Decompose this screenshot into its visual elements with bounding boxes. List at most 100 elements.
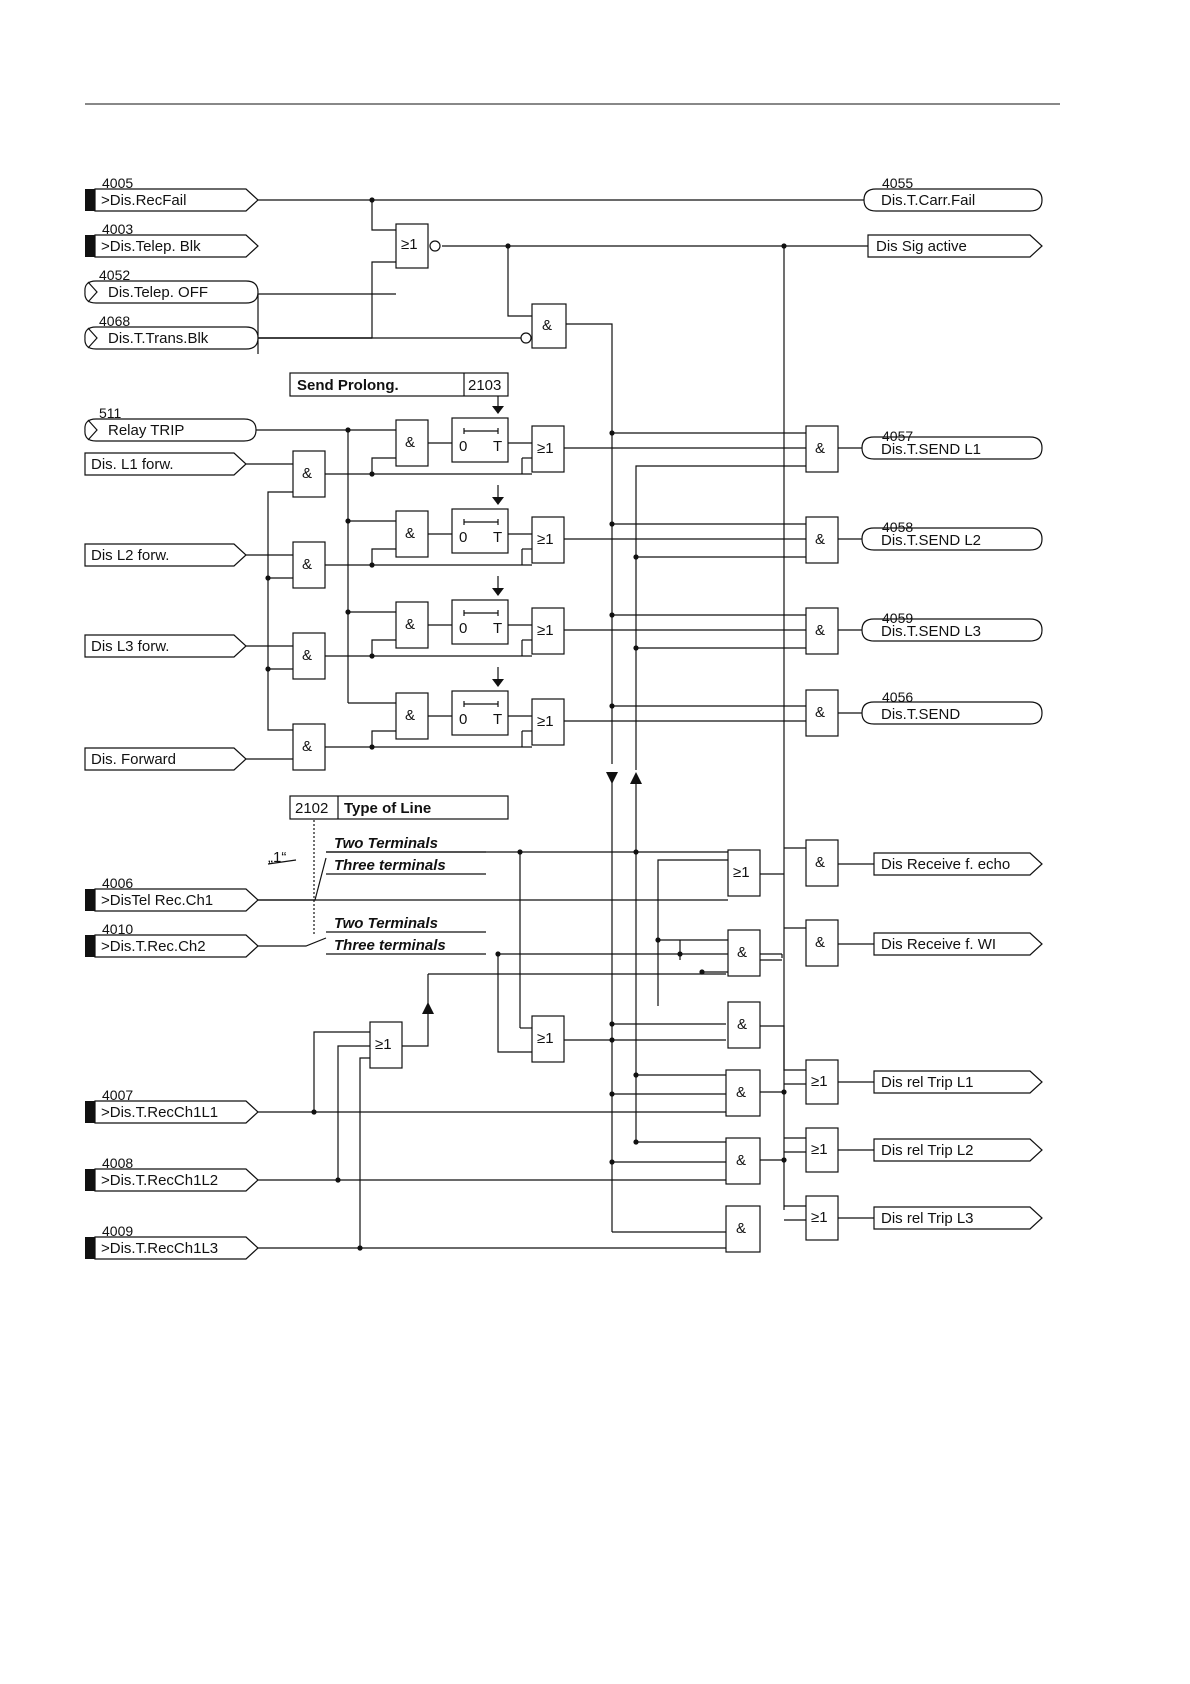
timer-zero: 0	[459, 529, 467, 546]
output-send-l2: 4058 Dis.T.SEND L2	[861, 519, 1043, 551]
or-gate-label: ≥1	[537, 622, 554, 639]
and-gate-label: &	[405, 707, 415, 724]
input-l3-forw: Dis L3 forw.	[84, 634, 247, 658]
timer-t: T	[493, 711, 502, 728]
and-gate-label: &	[815, 531, 825, 548]
and-gate-label: &	[405, 434, 415, 451]
or-gate-label: ≥1	[537, 531, 554, 548]
wiring	[246, 199, 874, 1249]
arrow-down-icon	[492, 588, 504, 596]
param-number: 2103	[468, 377, 501, 394]
output-label: Dis.T.SEND L2	[881, 532, 981, 549]
or-gate-label: ≥1	[733, 864, 750, 881]
timer-t: T	[493, 438, 502, 455]
output-label: Dis rel Trip L2	[881, 1142, 974, 1159]
input-label: Dis. L1 forw.	[91, 456, 174, 473]
and-gate-label: &	[736, 1084, 746, 1101]
and-gate-label: &	[405, 525, 415, 542]
or-gate-label: ≥1	[811, 1073, 828, 1090]
input-label: >Dis.RecFail	[101, 192, 186, 209]
input-label: Dis.T.Trans.Blk	[108, 330, 209, 347]
output-label: Dis Receive f. echo	[881, 856, 1010, 873]
input-recfail: 4005 >Dis.RecFail	[85, 175, 259, 212]
input-number: 4068	[99, 313, 130, 329]
input-telep-off: 4052 Dis.Telep. OFF	[84, 267, 259, 304]
and-gate-label: &	[815, 854, 825, 871]
output-send-l3: 4059 Dis.T.SEND L3	[861, 610, 1043, 642]
input-label: >Dis.T.RecCh1L3	[101, 1240, 218, 1257]
timer-zero: 0	[459, 711, 467, 728]
negation-circle	[429, 240, 441, 252]
output-label: Dis Receive f. WI	[881, 936, 996, 953]
and-gate-label: &	[736, 1152, 746, 1169]
input-l1-forw: Dis. L1 forw.	[84, 452, 247, 476]
input-number: 4052	[99, 267, 130, 283]
output-rec-echo: Dis Receive f. echo	[873, 852, 1043, 876]
input-rec-ch2: 4010 >Dis.T.Rec.Ch2	[85, 921, 259, 958]
input-label: >Dis.T.Rec.Ch2	[101, 938, 206, 955]
input-number: 4009	[102, 1223, 133, 1239]
input-label: >Dis.T.RecCh1L1	[101, 1104, 218, 1121]
and-gate-label: &	[737, 944, 747, 961]
param-number: 2102	[295, 800, 328, 817]
input-label: Relay TRIP	[108, 422, 184, 439]
input-label: >Dis.Telep. Blk	[101, 238, 201, 255]
output-number: 4056	[882, 689, 913, 705]
input-label: Dis L3 forw.	[91, 638, 169, 655]
and-gate-label: &	[815, 622, 825, 639]
and-gate-label: &	[302, 556, 312, 573]
input-number: 4005	[102, 175, 133, 191]
timer-zero: 0	[459, 620, 467, 637]
input-forward: Dis. Forward	[84, 747, 247, 771]
input-rec-ch1-l2: 4008 >Dis.T.RecCh1L2	[85, 1155, 259, 1192]
input-number: 511	[99, 405, 122, 421]
arrow-up-icon	[630, 772, 642, 784]
output-trip-l1: Dis rel Trip L1	[873, 1070, 1043, 1094]
output-number: 4058	[882, 519, 913, 535]
timer-block: 0 T	[451, 508, 509, 554]
input-label: Dis L2 forw.	[91, 547, 169, 564]
timer-block: 0 T	[451, 417, 509, 463]
junctions	[265, 197, 787, 1251]
input-number: 4006	[102, 875, 133, 891]
selector-three-terminals: Three terminals	[334, 857, 446, 874]
output-sig-active: Dis Sig active	[867, 234, 1043, 258]
and-gate-label: &	[815, 934, 825, 951]
and-gate-label: &	[302, 647, 312, 664]
input-telep-blk: 4003 >Dis.Telep. Blk	[85, 221, 259, 258]
selector-quote-one: „1“	[268, 849, 286, 866]
or-gate-label: ≥1	[537, 440, 554, 457]
or-gate-label: ≥1	[375, 1036, 392, 1053]
timer-t: T	[493, 529, 502, 546]
input-label: Dis. Forward	[91, 751, 176, 768]
or-gate-label: ≥1	[811, 1141, 828, 1158]
input-number: 4007	[102, 1087, 133, 1103]
output-trip-l2: Dis rel Trip L2	[873, 1138, 1043, 1162]
or-gate-label: ≥1	[811, 1209, 828, 1226]
or-gate-label: ≥1	[537, 713, 554, 730]
input-number: 4003	[102, 221, 133, 237]
input-rec-ch1-l1: 4007 >Dis.T.RecCh1L1	[85, 1087, 259, 1124]
param-label: Send Prolong.	[297, 377, 399, 394]
timer-block: 0 T	[451, 599, 509, 645]
output-label: Dis.T.SEND	[881, 706, 960, 723]
timer-t: T	[493, 620, 502, 637]
param-label: Type of Line	[344, 800, 431, 817]
output-label: Dis rel Trip L3	[881, 1210, 974, 1227]
output-carr-fail: 4055 Dis.T.Carr.Fail	[863, 175, 1043, 212]
or-gate-label: ≥1	[401, 236, 418, 253]
arrow-down-icon	[492, 497, 504, 505]
param-type-of-line: 2102 Type of Line	[289, 795, 509, 820]
output-number: 4059	[882, 610, 913, 626]
input-label: Dis.Telep. OFF	[108, 284, 208, 301]
selector-two-terminals: Two Terminals	[334, 915, 438, 932]
timer-zero: 0	[459, 438, 467, 455]
output-label: Dis.T.SEND L3	[881, 623, 981, 640]
and-gate-label: &	[302, 465, 312, 482]
input-label: >DisTel Rec.Ch1	[101, 892, 213, 909]
output-label: Dis rel Trip L1	[881, 1074, 974, 1091]
arrow-down-icon	[492, 406, 504, 414]
output-send-l1: 4057 Dis.T.SEND L1	[861, 428, 1043, 460]
input-rec-ch1: 4006 >DisTel Rec.Ch1	[85, 875, 259, 912]
